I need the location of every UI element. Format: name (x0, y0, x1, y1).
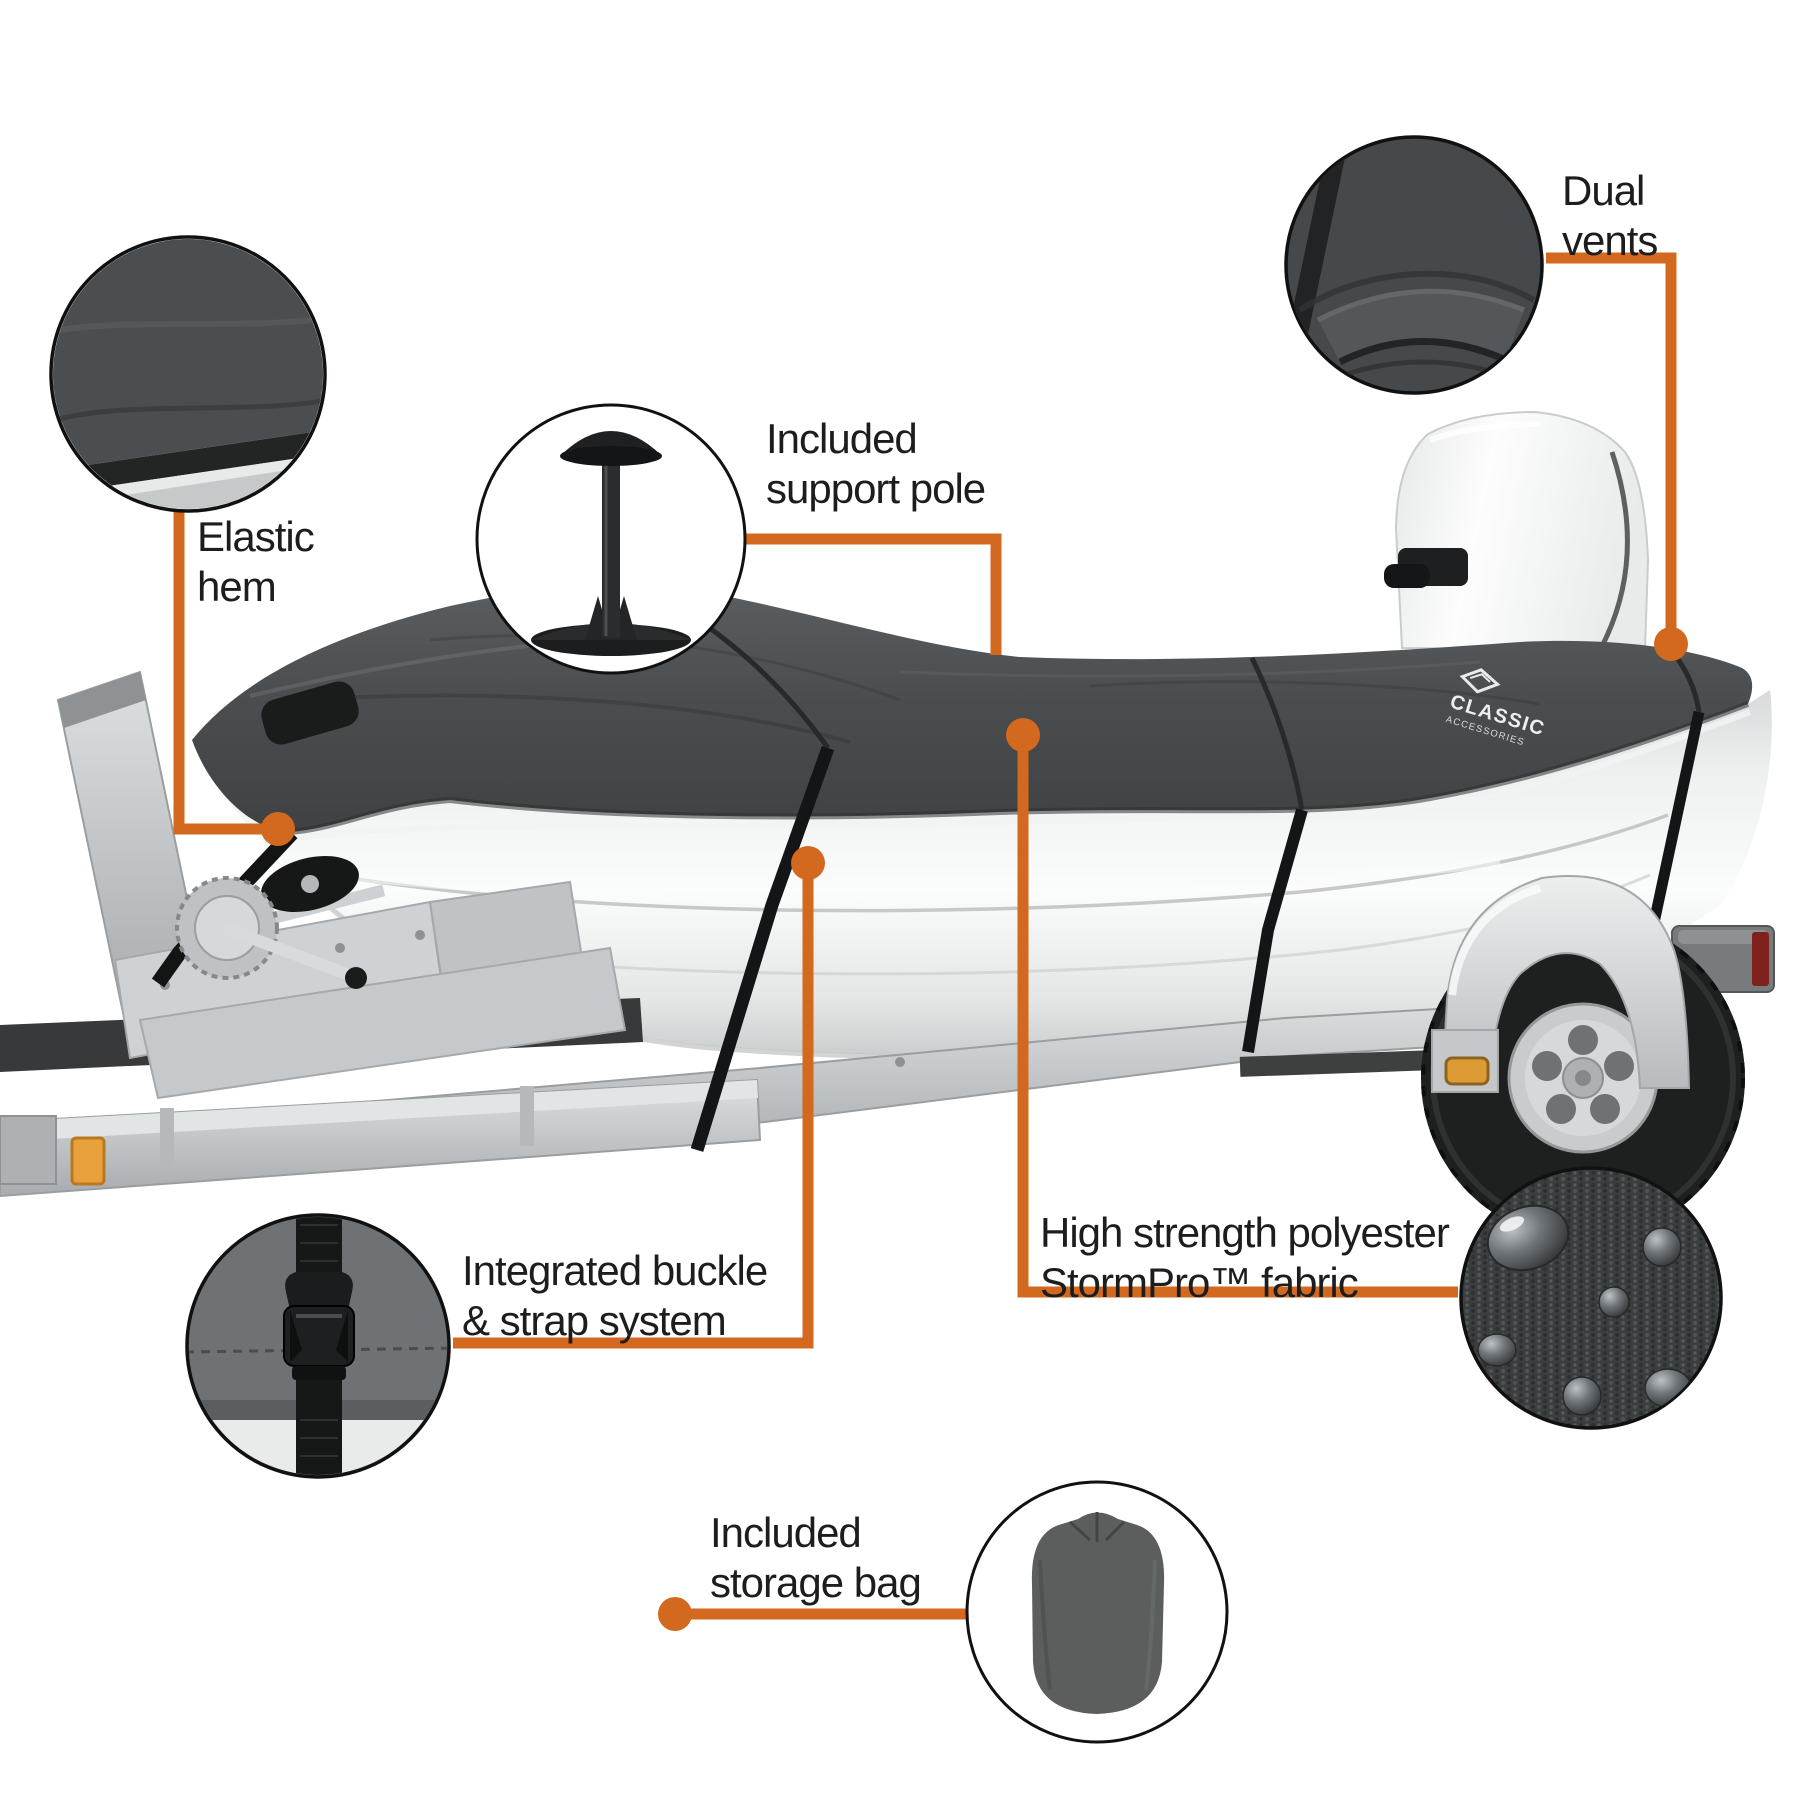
storage-bag-drawing (1031, 1512, 1165, 1714)
boat-scene: CLASSIC ACCESSORIES (0, 410, 1775, 1240)
dot-storage-bag (658, 1597, 692, 1631)
label-line: High strength polyester (1040, 1209, 1450, 1256)
inset-stormpro-fabric (1459, 1166, 1723, 1430)
bow-stop-pad (261, 681, 359, 745)
label-line: Dual (1562, 167, 1645, 214)
label-line: Integrated buckle (462, 1247, 768, 1294)
red-lens (1752, 932, 1769, 986)
label-storage-bag: Included storage bag (710, 1508, 922, 1608)
label-elastic-hem: Elastic hem (197, 512, 315, 612)
winch-strap (151, 827, 298, 988)
dot-elastic-hem (261, 812, 295, 846)
dot-buckle (791, 846, 825, 880)
label-line: Included (766, 415, 918, 462)
inset-dual-vents (1284, 135, 1544, 395)
label-line: Elastic (197, 513, 315, 560)
trailer-tongue (0, 1078, 762, 1198)
callout-dots (261, 627, 1688, 1631)
label-line: StormPro™ fabric (1040, 1259, 1359, 1306)
fender-marker-light (1444, 1056, 1490, 1086)
label-line: vents (1562, 217, 1658, 264)
winch-crank-knob (345, 967, 367, 989)
connector-stormpro (1017, 742, 1458, 1298)
winch-assembly (56, 670, 627, 1100)
tie-down-straps (690, 710, 1705, 1152)
inset-buckle-strap (185, 1213, 451, 1479)
dot-stormpro (1006, 718, 1040, 752)
support-pole-drawing (531, 431, 691, 656)
side-release-buckle (283, 1272, 355, 1380)
amber-reflector (70, 1136, 106, 1186)
label-line: support pole (766, 465, 986, 512)
connector-support-pole (746, 533, 1002, 655)
label-line: storage bag (710, 1559, 922, 1606)
label-line: Included (710, 1509, 862, 1556)
outboard-motor (1384, 410, 1650, 652)
callout-connectors (173, 252, 1677, 1620)
connector-elastic-hem (173, 506, 266, 835)
label-buckle-strap: Integrated buckle & strap system (462, 1246, 768, 1346)
inset-storage-bag (965, 1480, 1229, 1744)
connector-buckle (453, 868, 814, 1349)
bow-roller (251, 856, 386, 929)
connector-dual-vents (1546, 252, 1677, 638)
trailer-fender (1431, 875, 1691, 1093)
label-dual-vents: Dual vents (1562, 166, 1658, 266)
inset-support-pole (475, 403, 747, 675)
dot-dual-vents (1654, 627, 1688, 661)
label-stormpro-fabric: High strength polyester StormPro™ fabric (1040, 1208, 1450, 1308)
label-line: hem (197, 563, 277, 610)
water-droplets (1477, 1204, 1692, 1416)
label-support-pole: Included support pole (766, 414, 986, 514)
label-line: & strap system (462, 1297, 727, 1344)
